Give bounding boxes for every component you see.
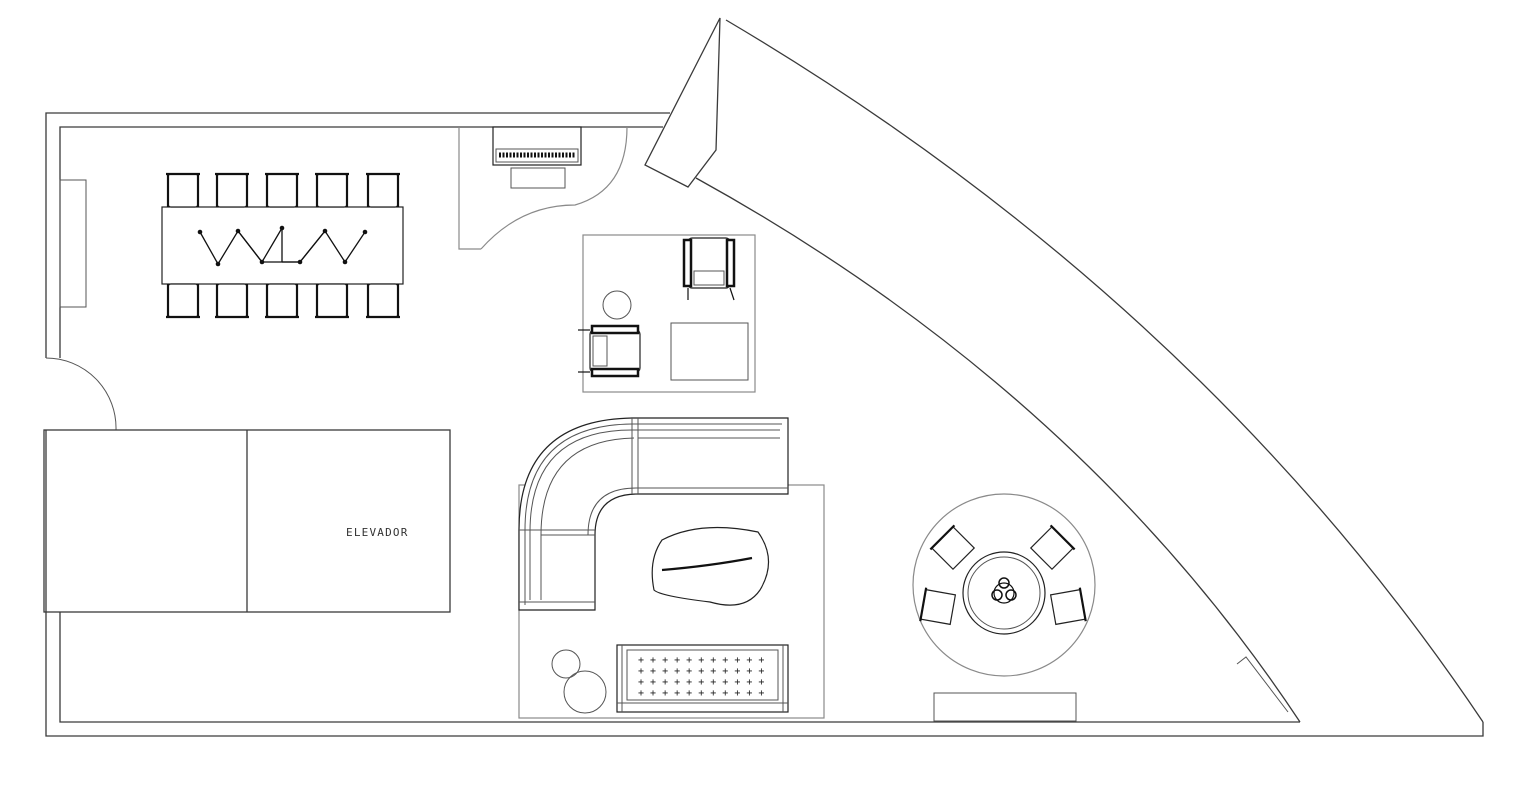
armchair — [578, 324, 641, 378]
sectional-sofa — [518, 417, 789, 611]
round-table-chair — [929, 524, 976, 571]
svg-text:+ + + + + + + + + + +: + + + + + + + + + + + — [638, 688, 764, 699]
piano-bench — [510, 167, 566, 189]
side-tables — [551, 649, 607, 714]
coffee-table — [651, 526, 770, 606]
centerpiece-icon — [991, 577, 1017, 604]
dining-chair — [215, 283, 249, 319]
reading-corner — [578, 234, 756, 393]
dining-chair — [166, 172, 200, 208]
console-bench — [933, 692, 1077, 722]
dining-chair — [166, 283, 200, 319]
round-table — [962, 551, 1046, 635]
svg-text:+ + + + + + + + + + +: + + + + + + + + + + + — [638, 666, 764, 677]
dining-chair — [315, 172, 349, 208]
dining-chair — [265, 283, 299, 319]
dining-chairs-bottom — [166, 283, 400, 319]
dining-chair — [265, 172, 299, 208]
armchair — [682, 237, 736, 301]
entry-door — [45, 357, 117, 431]
piano-room — [458, 126, 628, 250]
upholstery-pattern-icon: + + + + + + + + + + + + + + + + + + + + … — [638, 655, 764, 699]
elevator: ELEVADOR — [43, 429, 451, 613]
dining-chair — [366, 172, 400, 208]
living-area: + + + + + + + + + + + + + + + + + + + + … — [518, 417, 825, 719]
svg-text:+ + + + + + + + + + +: + + + + + + + + + + + — [638, 655, 764, 666]
outer-walls — [45, 17, 1484, 737]
svg-text:+ + + + + + + + + + +: + + + + + + + + + + + — [638, 677, 764, 688]
round-table-chair — [1049, 587, 1087, 626]
elevator-label: ELEVADOR — [346, 526, 409, 539]
dining-chair — [315, 283, 349, 319]
ottoman — [670, 322, 749, 381]
wall-cabinet — [59, 179, 87, 308]
piano — [492, 126, 582, 166]
round-table-chair — [919, 587, 957, 626]
dining-chair — [366, 283, 400, 319]
dining-table — [161, 206, 404, 285]
dining-chairs-top — [166, 172, 400, 208]
round-table-area — [912, 493, 1096, 677]
side-table — [602, 290, 632, 320]
round-table-chair — [1029, 524, 1076, 571]
sofa: + + + + + + + + + + + + + + + + + + + + … — [616, 644, 789, 713]
dining-chair — [215, 172, 249, 208]
